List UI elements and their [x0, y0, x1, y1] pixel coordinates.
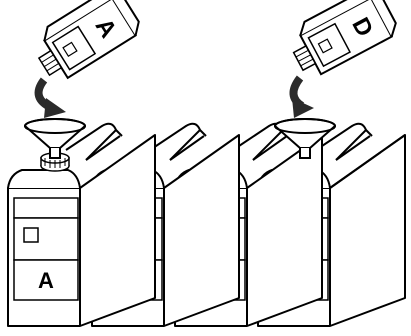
- pour-arrow-a: [34, 77, 66, 118]
- container-a-label: A: [38, 268, 54, 293]
- pouring-bottle-d: D: [292, 0, 397, 76]
- pouring-bottle-a: A: [37, 0, 140, 80]
- container-a: A: [7, 122, 156, 327]
- funnel-d: [274, 118, 336, 159]
- pour-arrow-d: [289, 75, 314, 118]
- funnel-a: [24, 118, 86, 159]
